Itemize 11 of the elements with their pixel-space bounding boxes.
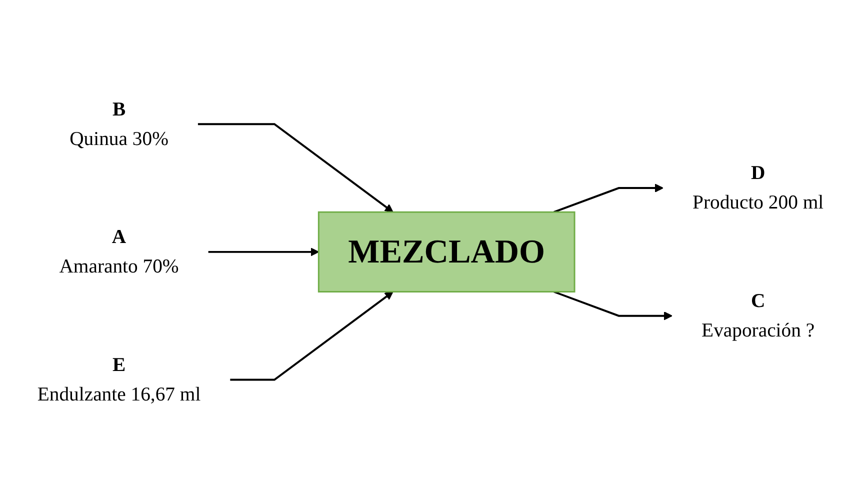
node-text: B Quinua 30% <box>70 98 168 150</box>
arrow <box>230 291 394 381</box>
arrow <box>554 290 672 320</box>
arrow <box>554 184 664 214</box>
node-text: E Endulzante 16,67 ml <box>37 354 201 406</box>
node-box: MEZCLADO <box>318 211 576 293</box>
node-text: D Producto 200 ml <box>692 162 824 214</box>
arrow <box>208 248 320 256</box>
node-text: A Amaranto 70% <box>59 226 179 278</box>
arrow <box>198 123 394 213</box>
node-text: C Evaporación ? <box>702 290 815 342</box>
